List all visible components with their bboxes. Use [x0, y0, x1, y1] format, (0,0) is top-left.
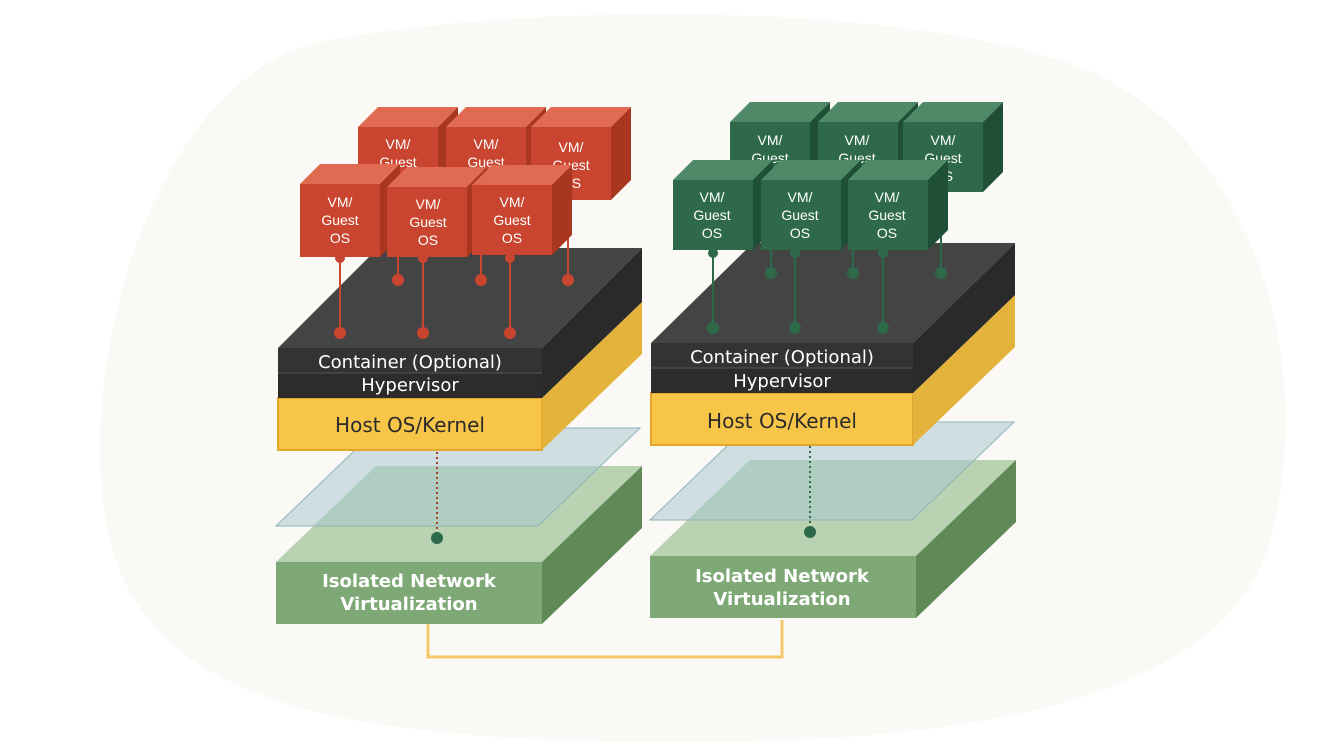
right-container-label: Container (Optional) [690, 347, 874, 368]
left-network-label-line1: Isolated Network [322, 571, 497, 592]
vm-label: Guest [781, 207, 818, 223]
right-stack: Isolated Network Virtualization Host OS/… [648, 102, 1016, 618]
vm-label: Guest [409, 214, 446, 230]
vm-label: OS [418, 232, 438, 248]
right-vm-front-1: VM/ Guest OS [673, 160, 773, 250]
right-network-label-line2: Virtualization [713, 589, 850, 610]
vm-label: OS [702, 225, 722, 241]
left-network-plane [274, 427, 642, 527]
vm-label: OS [877, 225, 897, 241]
vm-label: VM/ [386, 136, 411, 152]
left-container-label: Container (Optional) [318, 352, 502, 373]
vm-label: VM/ [328, 194, 353, 210]
left-host-layer: Host OS/Kernel [277, 302, 642, 451]
right-network-plane [648, 421, 1016, 521]
left-stack: Isolated Network Virtualization Host OS/… [274, 107, 642, 624]
vm-label: OS [330, 230, 350, 246]
vm-label: VM/ [931, 132, 956, 148]
left-vm-front-3: VM/ Guest OS [472, 165, 572, 255]
vm-label: VM/ [500, 194, 525, 210]
right-dark-layers: Container (Optional) Hypervisor [651, 243, 1015, 393]
right-hypervisor-label: Hypervisor [733, 371, 831, 392]
vm-label: OS [502, 230, 522, 246]
vm-label: VM/ [845, 132, 870, 148]
right-host-layer: Host OS/Kernel [650, 295, 1015, 446]
vm-label: Guest [693, 207, 730, 223]
right-vm-front-2: VM/ Guest OS [761, 160, 861, 250]
left-network-label-line2: Virtualization [340, 594, 477, 615]
right-network-node [804, 526, 816, 538]
left-host-label: Host OS/Kernel [335, 413, 485, 437]
right-host-label: Host OS/Kernel [707, 409, 857, 433]
network-link-line [426, 620, 784, 659]
vm-label: Guest [493, 212, 530, 228]
vm-label: VM/ [788, 189, 813, 205]
vm-label: Guest [868, 207, 905, 223]
right-vm-front-3: VM/ Guest OS [848, 160, 948, 250]
left-network-node [431, 532, 443, 544]
vm-label: VM/ [758, 132, 783, 148]
vm-label: VM/ [474, 136, 499, 152]
left-hypervisor-label: Hypervisor [361, 375, 459, 396]
vm-label: OS [790, 225, 810, 241]
left-vm-front-1: VM/ Guest OS [300, 164, 400, 257]
left-pins [334, 200, 574, 339]
vm-label: Guest [321, 212, 358, 228]
vm-label: VM/ [875, 189, 900, 205]
vm-label: VM/ [559, 139, 584, 155]
vm-label: VM/ [416, 196, 441, 212]
vm-label: VM/ [700, 189, 725, 205]
left-dark-layers: Container (Optional) Hypervisor [278, 248, 642, 398]
right-network-label-line1: Isolated Network [695, 566, 870, 587]
